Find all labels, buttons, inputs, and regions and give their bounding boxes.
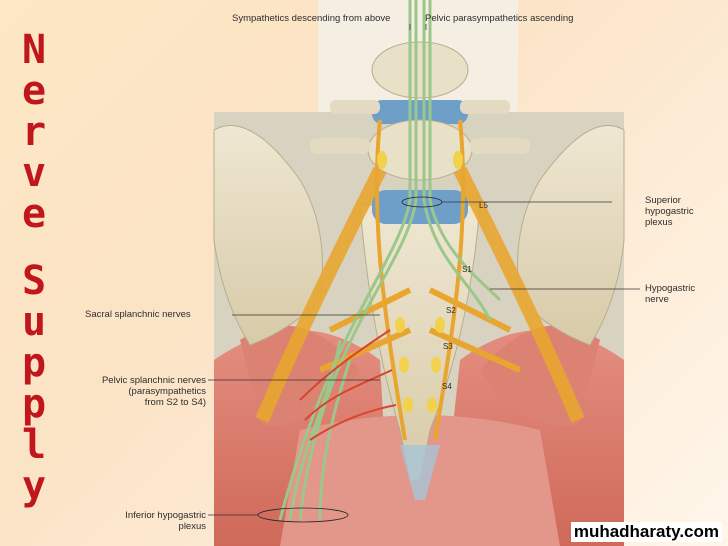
label-line: Hypogastric (645, 283, 696, 294)
label-pelvic-splanchnic-nerves: Pelvic splanchnic nerves (parasympatheti… (88, 375, 206, 408)
sympathetic-ganglion (399, 357, 409, 373)
sympathetic-ganglion (435, 317, 445, 333)
title-letter: r (21, 109, 47, 155)
label-line: Superior (645, 195, 681, 206)
title-letter: e (21, 191, 47, 237)
label-s4: S4 (442, 382, 452, 391)
watermark: muhadharaty.com (570, 522, 722, 542)
title-letter: N (21, 27, 47, 73)
slide-title: N e r v e S u p p l y (6, 30, 62, 507)
label-line: plexus (178, 521, 206, 532)
transverse-process (330, 100, 380, 114)
sympathetic-ganglion (403, 397, 413, 413)
sympathetic-ganglion (431, 357, 441, 373)
vertebral-body (371, 41, 469, 99)
label-line: hypogastric (645, 206, 694, 217)
title-letter: y (21, 463, 47, 509)
label-line: Inferior hypogastric (125, 510, 206, 521)
sacral-plexus-left (255, 166, 387, 423)
title-letter: u (21, 299, 47, 345)
label-hypogastric-nerve: Hypogastric nerve (645, 283, 695, 305)
label-line: nerve (645, 294, 669, 305)
sacral-plexus-right (453, 166, 585, 423)
sacral-root (328, 287, 412, 333)
label-inferior-hypogastric-plexus: Inferior hypogastric plexus (106, 510, 206, 532)
label-sympathetics: Sympathetics descending from above (232, 13, 391, 24)
leader-lines (208, 24, 640, 516)
intervertebral-disc (372, 100, 468, 124)
vertebral-body (367, 119, 473, 181)
title-letter: v (21, 150, 47, 196)
label-superior-hypogastric-plexus: Superior hypogastric plexus (645, 195, 694, 228)
label-line: (parasympathetics (128, 386, 206, 397)
transverse-process (310, 138, 370, 154)
label-s1: S1 (462, 265, 472, 274)
coccyx (400, 445, 440, 500)
label-line: Pelvic splanchnic nerves (101, 375, 206, 386)
transverse-process (460, 100, 510, 114)
label-s3: S3 (443, 342, 453, 351)
title-letter: e (21, 68, 47, 114)
sympathetic-ganglion (453, 151, 463, 169)
label-parasympathetics: Pelvic parasympathetics ascending (425, 13, 574, 24)
transverse-process (470, 138, 530, 154)
title-letter: S (21, 258, 47, 304)
pelvic-splanchnic-fibres (299, 329, 397, 441)
sacral-root (428, 287, 512, 333)
label-line: plexus (645, 217, 673, 228)
label-l5: L5 (479, 201, 488, 210)
sacral-root (428, 327, 522, 373)
sympathetic-ganglion (377, 151, 387, 169)
title-letter: l (21, 422, 47, 468)
sympathetic-ganglion (395, 317, 405, 333)
title-letter: p (21, 340, 47, 386)
label-sacral-splanchnic-nerves: Sacral splanchnic nerves (85, 309, 191, 320)
title-letter: p (21, 381, 47, 427)
label-s2: S2 (446, 306, 456, 315)
sympathetic-ganglion (427, 397, 437, 413)
label-line: from S2 to S4) (144, 397, 206, 408)
